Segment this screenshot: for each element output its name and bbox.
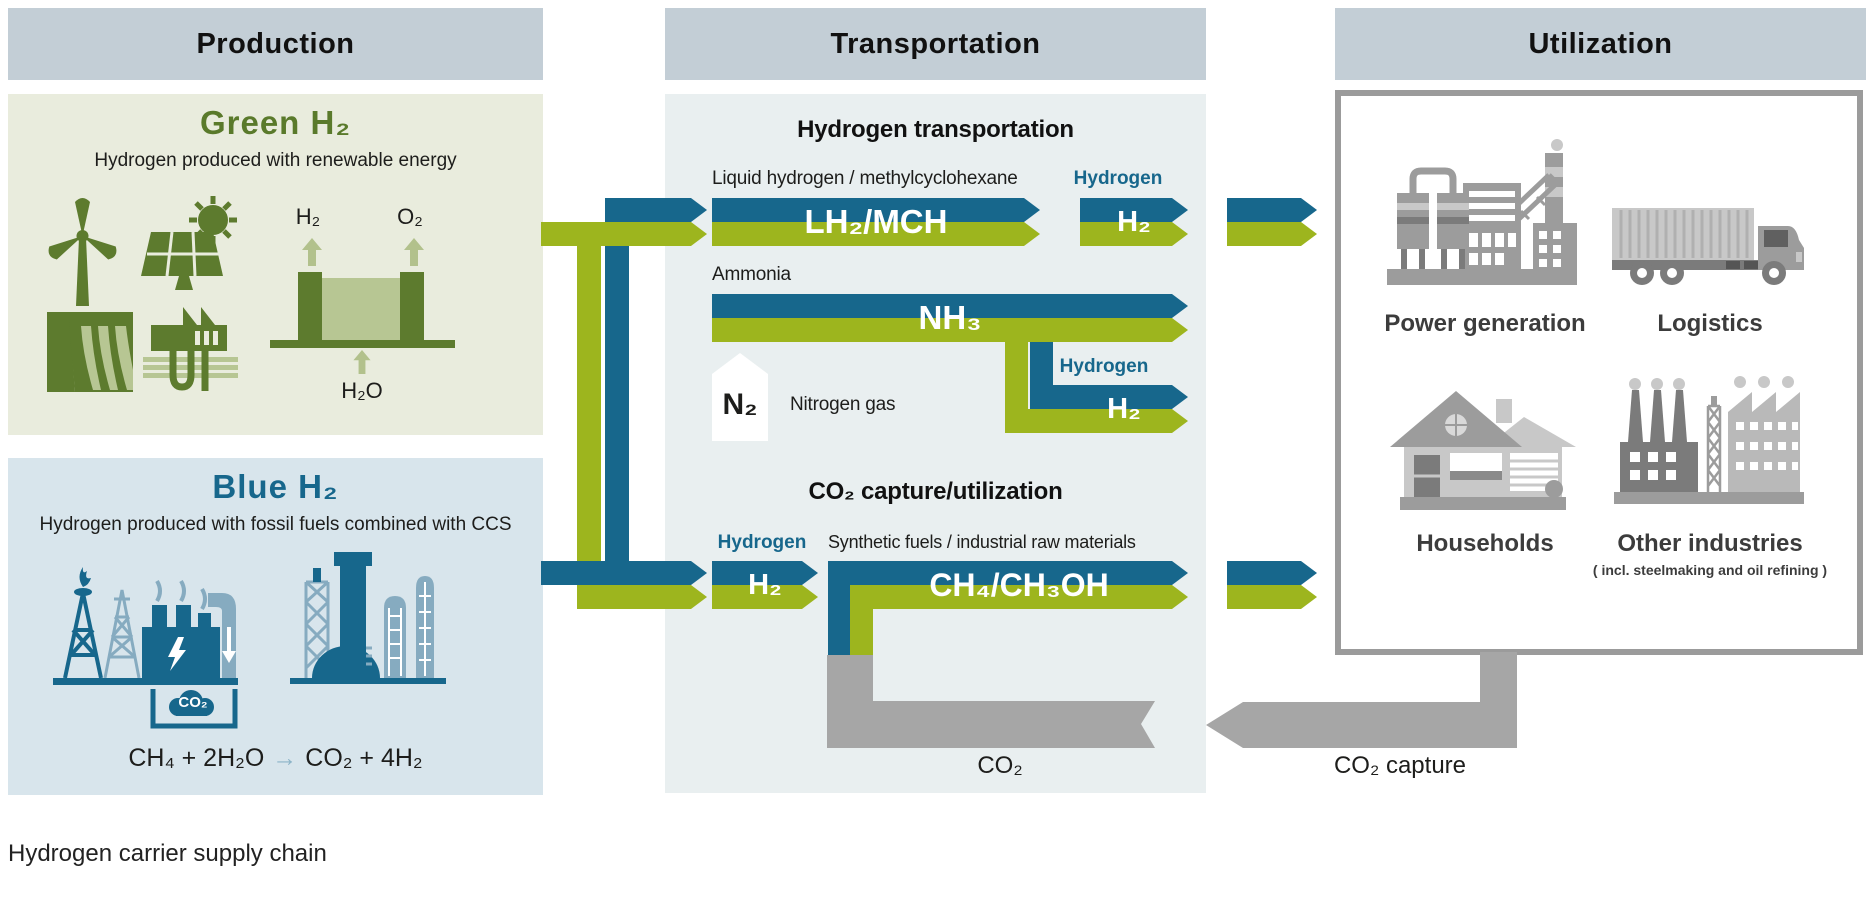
blue-flow-ammonia-branch xyxy=(1030,338,1188,409)
formula-rhs: CO₂ + 4H₂ xyxy=(305,744,423,772)
solar-panel-icon xyxy=(141,196,237,290)
green-flow-top-bar xyxy=(541,222,707,246)
green-flow-h2-top xyxy=(1080,222,1188,246)
green-connector-top xyxy=(1227,222,1317,246)
smr-formula: CH₄ + 2H₂O→CO₂ + 4H₂ xyxy=(8,744,543,773)
power-lines-icon xyxy=(103,589,141,679)
electrolysis-h2-label: H₂ xyxy=(295,204,321,229)
electrolysis-o2-label: O₂ xyxy=(397,204,423,229)
green-flow-ch4 xyxy=(850,585,1188,655)
lattice-mast xyxy=(1706,404,1722,492)
lightning-icon xyxy=(168,637,186,671)
utilization-box xyxy=(1335,90,1863,655)
blue-flow-h2-bottom xyxy=(712,561,818,585)
green-flow-vertical xyxy=(577,246,601,609)
co2-capture-arrow xyxy=(1206,652,1517,748)
house-icon xyxy=(1390,391,1576,510)
green-flow-h2-bottom xyxy=(712,585,818,609)
factories-icon xyxy=(1614,376,1804,504)
formula-arrow-icon: → xyxy=(272,744,298,772)
lh2-mch-arrow-label: LH₂/MCH xyxy=(804,203,948,240)
co2-capture-utilization-title: CO₂ capture/utilization xyxy=(808,478,1063,505)
co2-label: CO₂ xyxy=(977,752,1023,779)
green-flow-lh2 xyxy=(712,222,1040,246)
synthetic-fuels-label: Synthetic fuels / industrial raw materia… xyxy=(828,532,1136,552)
green-h2-subtitle: Hydrogen produced with renewable energy xyxy=(94,150,457,171)
electrolyzer-water xyxy=(322,278,400,340)
header-production: Production xyxy=(8,8,543,80)
header-utilization: Utilization xyxy=(1335,8,1866,80)
hydro-dam-icon xyxy=(47,312,133,392)
green-connector-bottom xyxy=(1227,585,1317,609)
h2-arrow-bottom-label: H₂ xyxy=(748,569,782,601)
blue-flow-top-bar xyxy=(605,198,707,222)
blue-flow-ch4 xyxy=(828,561,1188,655)
n2-house-shape xyxy=(712,353,768,441)
co2-cloud-icon xyxy=(169,690,214,716)
h2-arrow-top-label: H₂ xyxy=(1117,206,1151,238)
blue-h2-title: Blue H₂ xyxy=(212,468,339,505)
ammonia-label: Ammonia xyxy=(712,264,791,285)
geothermal-plant-icon xyxy=(143,307,238,391)
utilization-sublabel-other-industries: ( incl. steelmaking and oil refining ) xyxy=(1592,562,1828,578)
green-flow-ammonia-branch xyxy=(1005,342,1188,433)
truck-wheels xyxy=(1630,261,1786,285)
utilization-label-power: Power generation xyxy=(1384,310,1586,337)
blue-flow-nh3 xyxy=(712,294,1188,318)
hydrogen-tag-mid: Hydrogen xyxy=(1059,356,1149,377)
steel-factory xyxy=(1620,390,1698,492)
co2-ribbon xyxy=(827,655,1155,748)
utilization-label-logistics: Logistics xyxy=(1657,310,1763,337)
lh2-mch-label: Liquid hydrogen / methylcyclohexane xyxy=(712,168,1018,189)
electrolyzer-electrode-left xyxy=(298,272,322,340)
h2o-up-arrow-icon xyxy=(353,350,371,374)
power-plant-icon xyxy=(1387,139,1577,285)
wind-turbine-icon xyxy=(48,198,117,306)
electrolyzer-baseline xyxy=(270,340,455,348)
hydrogen-tag-bottom: Hydrogen xyxy=(717,532,807,553)
blue-flow-lh2 xyxy=(712,198,1040,222)
green-flow-nh3 xyxy=(712,318,1188,342)
blue-h2-box xyxy=(8,458,543,795)
blue-flow-bottom-bar xyxy=(541,561,707,585)
gas-plant-ccs-icon xyxy=(53,567,238,729)
blue-connector-top xyxy=(1227,198,1317,222)
refinery-icon xyxy=(290,552,446,684)
gas-flare-icon xyxy=(63,592,103,679)
blue-flow-h2-top xyxy=(1080,198,1188,222)
silo-icons xyxy=(1397,193,1469,269)
down-arrow-icon xyxy=(222,627,236,663)
green-flow-bottom-bar xyxy=(577,585,707,609)
hydrogen-transportation-title: Hydrogen transportation xyxy=(797,116,1074,143)
electrolyzer-electrode-right xyxy=(400,272,424,340)
co2-storage-label: CO₂ xyxy=(178,694,208,711)
h2-arrow-mid-label: H₂ xyxy=(1107,393,1141,425)
ch4-ch3oh-arrow-label: CH₄/CH₃OH xyxy=(929,567,1109,603)
n2-symbol: N₂ xyxy=(722,388,758,421)
header-transportation: Transportation xyxy=(665,8,1206,80)
co2-storage-box xyxy=(150,689,238,729)
nh3-arrow-label: NH₃ xyxy=(918,299,982,336)
co2-capture-label: CO₂ capture xyxy=(1333,752,1467,779)
utilization-label-households: Households xyxy=(1416,530,1554,557)
nitrogen-gas-label: Nitrogen gas xyxy=(790,394,896,415)
green-h2-title: Green H₂ xyxy=(199,104,352,141)
electrolysis-h2o-label: H₂O xyxy=(341,378,383,403)
truck-icon xyxy=(1612,208,1804,285)
o2-up-arrow-icon xyxy=(404,238,424,266)
utilization-label-other-industries: Other industries xyxy=(1617,530,1803,557)
formula-lhs: CH₄ + 2H₂O xyxy=(128,744,265,772)
blue-flow-vertical xyxy=(605,222,629,575)
blue-h2-subtitle: Hydrogen produced with fossil fuels comb… xyxy=(39,514,512,535)
diagram-caption: Hydrogen carrier supply chain xyxy=(8,840,327,867)
hydrogen-tag-top: Hydrogen xyxy=(1073,168,1163,189)
h2-up-arrow-icon xyxy=(302,238,322,266)
blue-connector-bottom xyxy=(1227,561,1317,585)
